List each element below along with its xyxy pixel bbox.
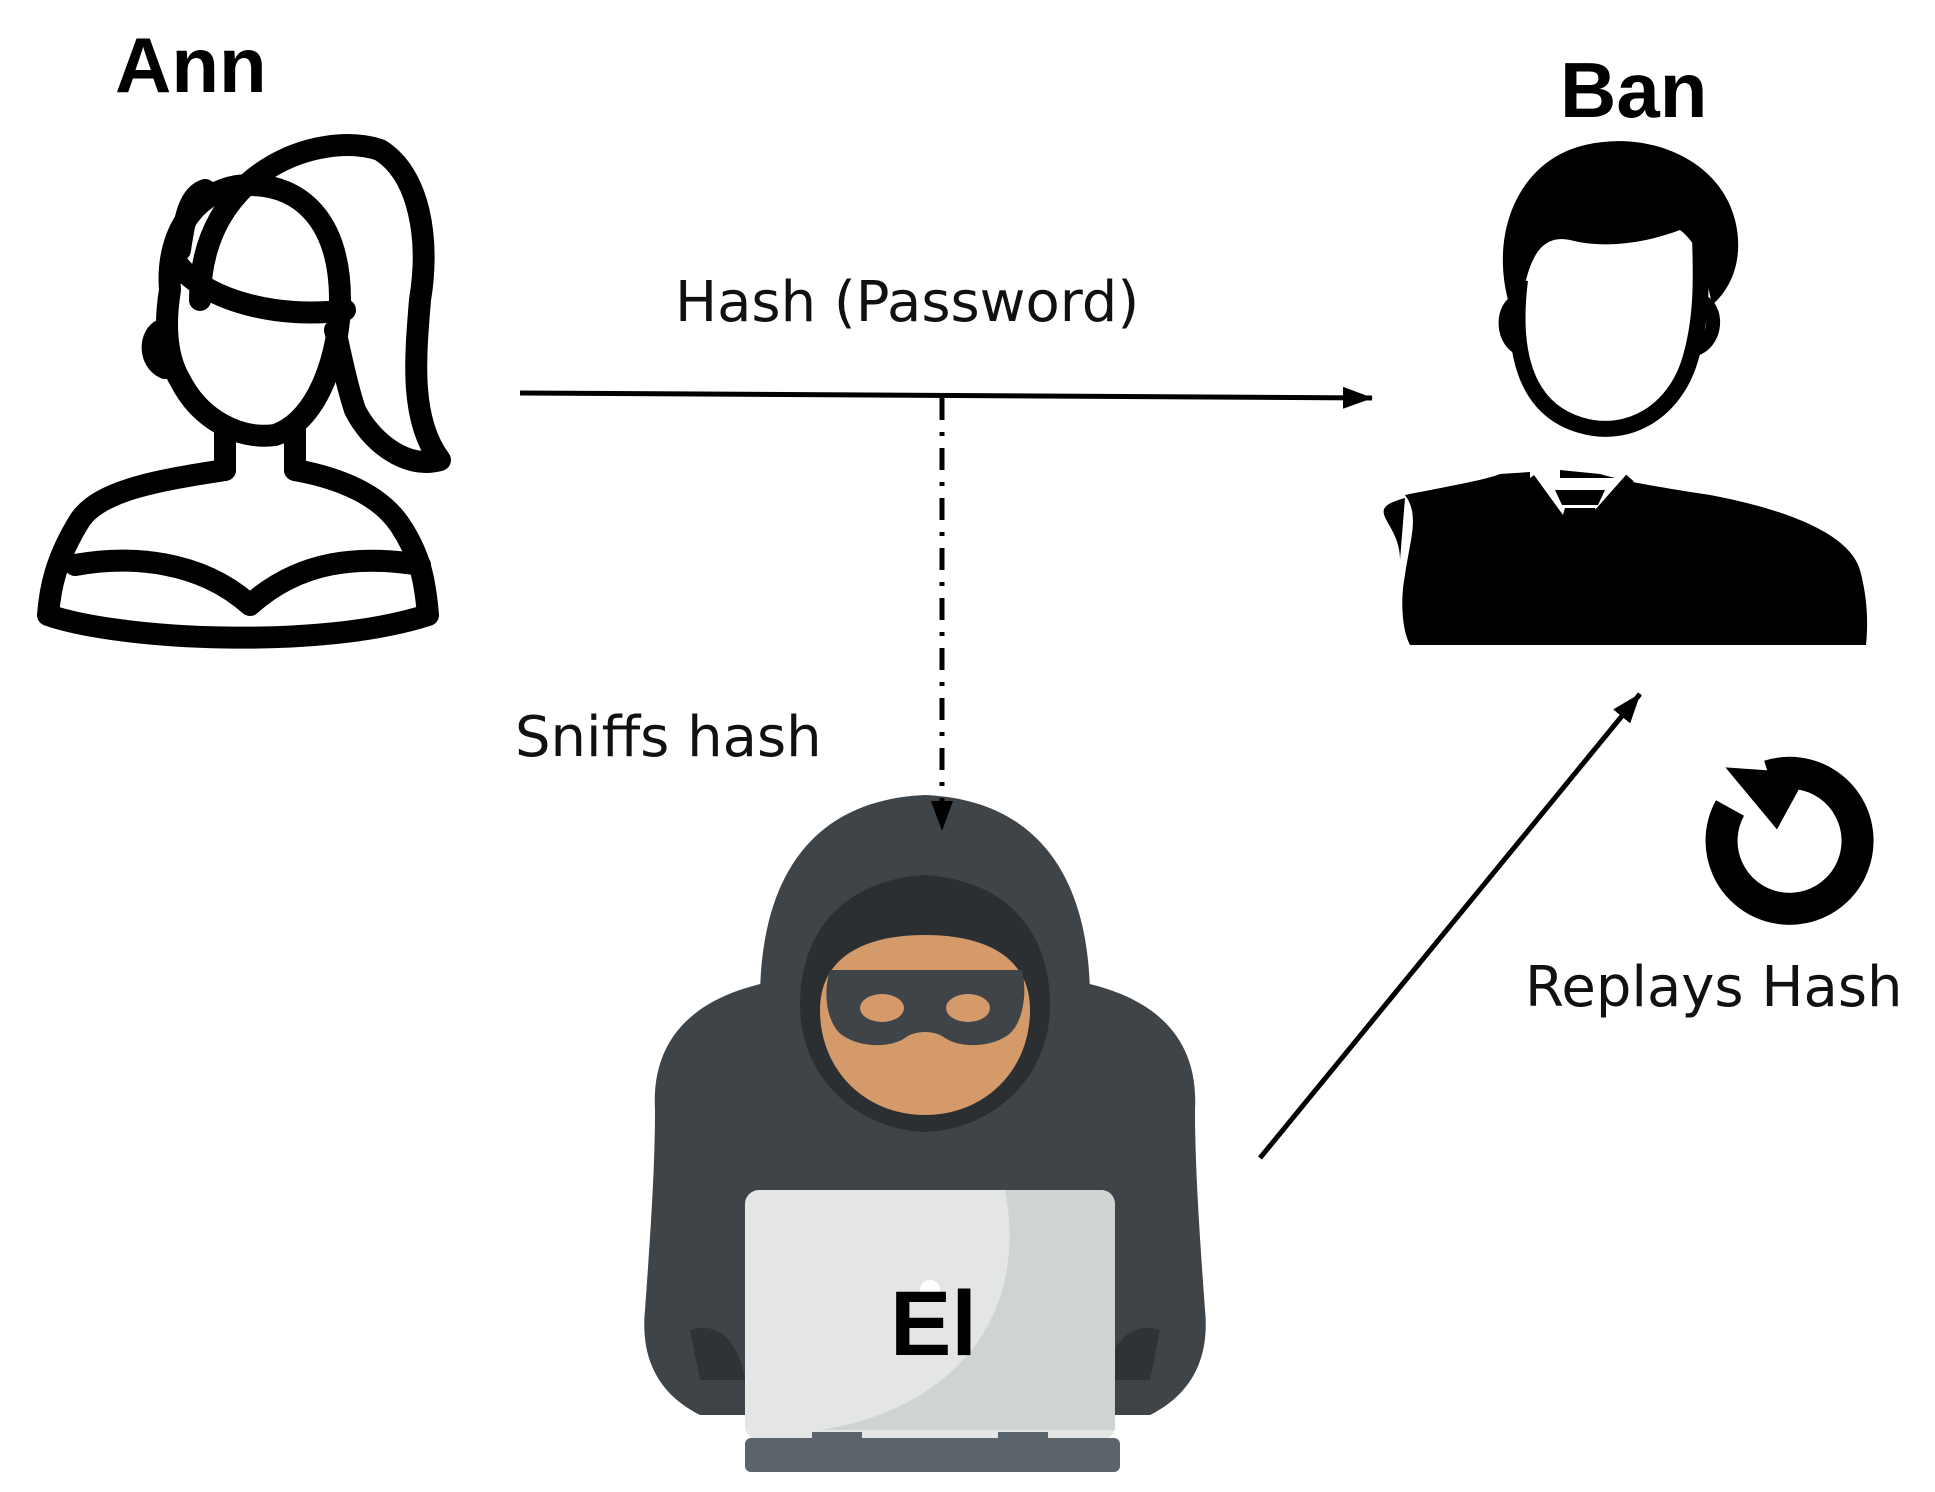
sniff-label: Sniffs hash [515,705,822,770]
replay-arrow [1258,692,1642,1160]
woman-user-icon [37,134,451,649]
receiver-name: Ban [1560,46,1708,134]
replay-icon [1705,756,1874,925]
attacker-name: El [890,1273,977,1375]
transmit-label: Hash (Password) [675,270,1140,335]
businessman-icon [1383,141,1868,645]
transmit-arrow [519,386,1373,409]
laptop-base [745,1438,1120,1472]
replay-label: Replays Hash [1525,955,1903,1020]
hooded-hacker-icon [644,795,1206,1472]
sender-name: Ann [115,21,267,109]
